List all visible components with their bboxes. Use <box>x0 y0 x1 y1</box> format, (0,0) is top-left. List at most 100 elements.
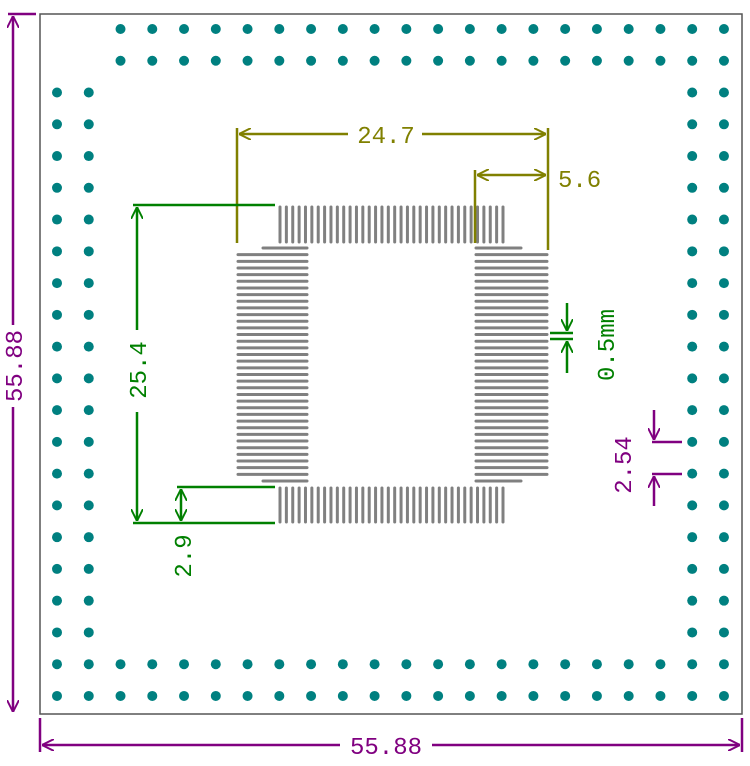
pad-length-label: 5.6 <box>558 168 601 195</box>
through-hole <box>687 436 698 447</box>
through-hole <box>337 659 348 670</box>
through-hole <box>83 278 94 289</box>
pad-offset-dimension <box>177 485 275 521</box>
through-hole <box>401 659 412 670</box>
through-hole <box>337 690 348 701</box>
through-hole <box>655 659 666 670</box>
through-hole <box>83 659 94 670</box>
through-hole <box>83 690 94 701</box>
board-height-label: 55.88 <box>3 330 30 402</box>
through-hole <box>687 690 698 701</box>
through-hole <box>83 182 94 193</box>
through-hole <box>560 55 571 66</box>
through-hole <box>718 595 729 606</box>
through-hole <box>687 214 698 225</box>
through-hole <box>52 119 62 130</box>
through-hole <box>306 659 317 670</box>
through-hole <box>179 659 190 670</box>
through-hole <box>560 24 571 34</box>
grid-pitch-label: 2.54 <box>612 436 639 494</box>
pad-length-dimension <box>473 170 546 243</box>
through-hole <box>623 659 634 670</box>
through-hole <box>560 659 571 670</box>
through-hole <box>687 627 698 638</box>
board-width-label: 55.88 <box>350 735 422 762</box>
through-hole <box>83 246 94 257</box>
through-hole <box>52 373 62 384</box>
through-hole <box>306 24 317 34</box>
through-hole <box>52 214 62 225</box>
through-hole <box>83 563 94 574</box>
through-hole <box>687 563 698 574</box>
through-hole <box>242 55 253 66</box>
through-hole-grid <box>52 24 729 701</box>
through-hole <box>718 151 729 162</box>
through-hole <box>623 690 634 701</box>
through-hole <box>718 659 729 670</box>
through-hole <box>179 690 190 701</box>
through-hole <box>83 309 94 320</box>
through-hole <box>433 690 444 701</box>
through-hole <box>687 87 698 98</box>
body-width-label: 24.7 <box>357 124 415 151</box>
through-hole <box>83 595 94 606</box>
through-hole <box>83 87 94 98</box>
through-hole <box>718 341 729 352</box>
through-hole <box>718 182 729 193</box>
through-hole <box>718 532 729 543</box>
through-hole <box>464 24 475 34</box>
through-hole <box>147 659 158 670</box>
through-hole <box>687 532 698 543</box>
pad-offset-label: 2.9 <box>172 534 199 577</box>
through-hole <box>655 24 666 34</box>
through-hole <box>52 246 62 257</box>
through-hole <box>687 278 698 289</box>
through-hole <box>210 659 221 670</box>
through-hole <box>83 405 94 416</box>
through-hole <box>687 405 698 416</box>
through-hole <box>274 659 285 670</box>
through-hole <box>718 563 729 574</box>
through-hole <box>560 690 571 701</box>
through-hole <box>718 24 729 34</box>
through-hole <box>591 24 602 34</box>
through-hole <box>369 659 380 670</box>
through-hole <box>83 500 94 511</box>
through-hole <box>528 55 539 66</box>
through-hole <box>52 341 62 352</box>
through-hole <box>52 659 62 670</box>
through-hole <box>83 468 94 479</box>
through-hole <box>83 627 94 638</box>
through-hole <box>718 246 729 257</box>
through-hole <box>464 659 475 670</box>
through-hole <box>433 55 444 66</box>
through-hole <box>687 55 698 66</box>
pad-pitch-label: 0.5mm <box>595 309 622 381</box>
through-hole <box>306 690 317 701</box>
through-hole <box>52 468 62 479</box>
through-hole <box>83 151 94 162</box>
row-span-label: 25.4 <box>127 341 154 399</box>
through-hole <box>210 24 221 34</box>
through-hole <box>401 55 412 66</box>
through-hole <box>52 87 62 98</box>
through-hole <box>83 532 94 543</box>
through-hole <box>718 119 729 130</box>
through-hole <box>274 24 285 34</box>
through-hole <box>496 24 507 34</box>
through-hole <box>623 24 634 34</box>
through-hole <box>433 24 444 34</box>
through-hole <box>52 182 62 193</box>
through-hole <box>210 55 221 66</box>
through-hole <box>83 214 94 225</box>
through-hole <box>242 690 253 701</box>
through-hole <box>718 55 729 66</box>
through-hole <box>83 119 94 130</box>
through-hole <box>52 532 62 543</box>
through-hole <box>337 55 348 66</box>
through-hole <box>655 55 666 66</box>
through-hole <box>591 55 602 66</box>
through-hole <box>687 151 698 162</box>
through-hole <box>591 659 602 670</box>
through-hole <box>528 659 539 670</box>
